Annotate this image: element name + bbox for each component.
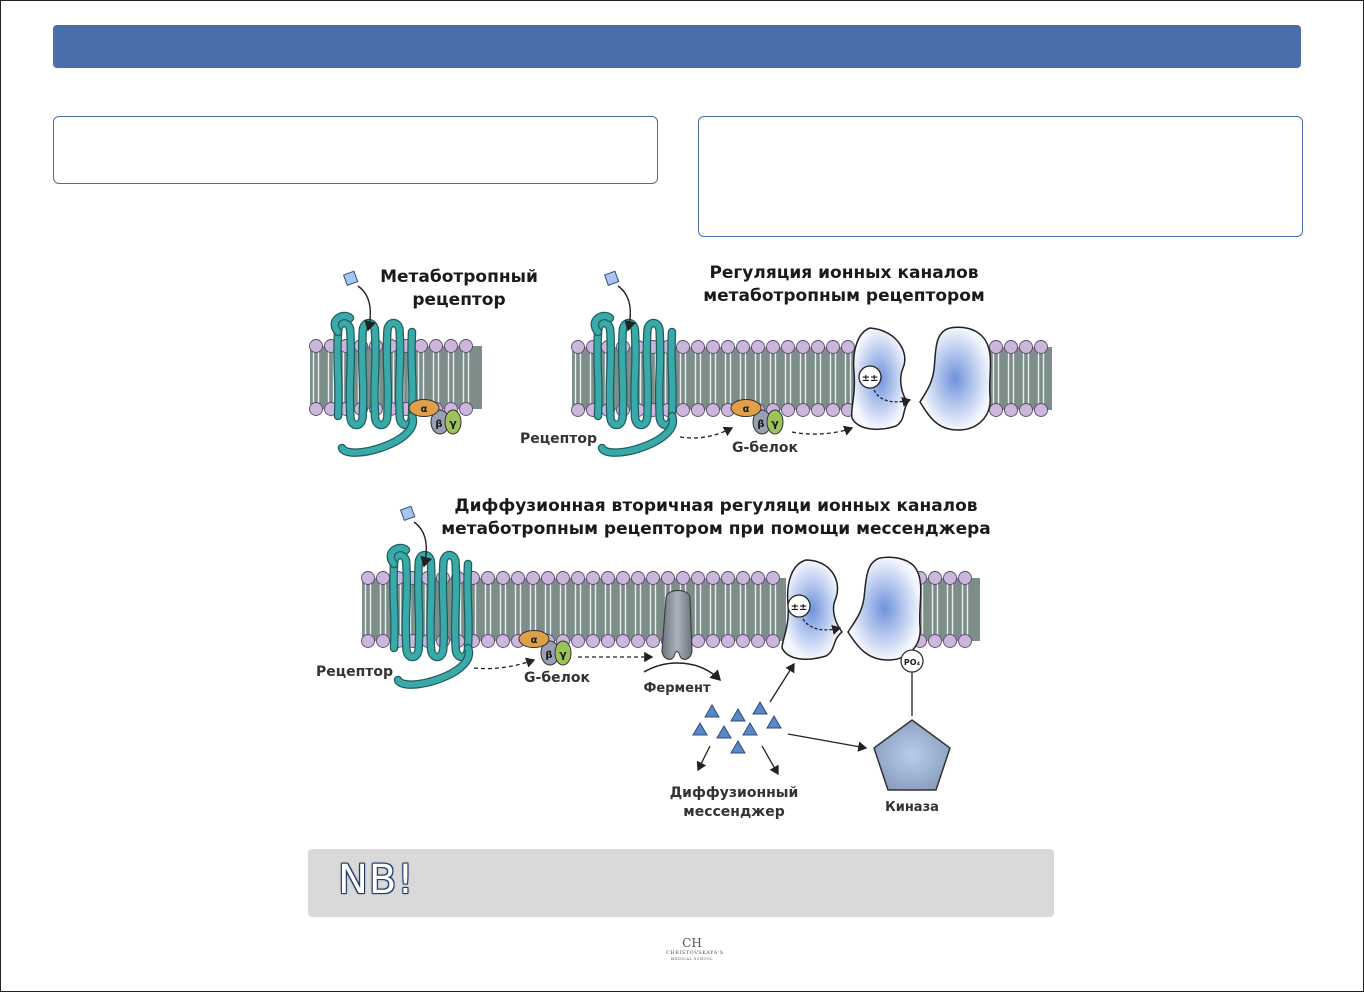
panel1-title-line2: рецептор [412, 290, 505, 310]
panel2-receptor-label: Рецептор [520, 431, 597, 447]
messenger-to-channel-arrow [769, 662, 795, 703]
school-logo: CH CHRISTOVSKAYA'S MEDICAL SCHOOL [666, 936, 724, 962]
nb-label: NB! [338, 857, 415, 903]
messenger-triangle-icon [704, 704, 720, 718]
beta-subunit-label: β [757, 419, 764, 430]
signal-arrow [473, 657, 536, 670]
panel2-gprotein-label: G-белок [732, 440, 798, 456]
panel3-gprotein-label: G-белок [524, 670, 590, 686]
beta-subunit-label: β [435, 419, 442, 430]
panel2-title-line2: метаботропным рецептором [703, 286, 985, 306]
svg-text:±±: ±± [791, 602, 808, 613]
svg-text:±±: ±± [862, 373, 879, 384]
panel3-title-line1: Диффузионная вторичная регуляци ионных к… [454, 496, 977, 516]
ligand-icon [342, 270, 377, 332]
alpha-subunit-label: α [531, 635, 538, 646]
gamma-subunit-label: γ [449, 417, 457, 430]
ion-flow-arrow [873, 389, 912, 407]
panel1-title-line1: Метаботропный [380, 267, 538, 287]
signal-arrow [791, 425, 854, 436]
panel2-title-line1: Регуляция ионных каналов [709, 263, 978, 283]
ion-icon: ±± [858, 365, 882, 389]
nb-box: NB! [308, 849, 1054, 917]
panel3-receptor-label: Рецептор [316, 664, 393, 680]
beta-subunit-label: β [545, 650, 552, 661]
enzyme-icon [661, 590, 693, 660]
logo-name: CHRISTOVSKAYA'S [666, 950, 724, 956]
messenger-triangle-icon [752, 701, 768, 715]
ion-icon: ±± [787, 594, 811, 618]
receptor-panel1 [330, 311, 417, 457]
messenger-triangle-icon [730, 708, 746, 722]
messenger-triangle-icon [742, 722, 758, 736]
logo-mark: CH [682, 936, 702, 950]
kinase-icon [873, 719, 951, 791]
membrane-panel3 [361, 571, 786, 648]
panel3-title-line2: метаботропным рецептором при помощи месс… [441, 519, 991, 539]
enzyme-arrow [643, 662, 722, 682]
ligand-icon [603, 270, 637, 332]
messenger-label-line1: Диффузионный [670, 785, 799, 801]
diffusible-messenger-icons [692, 701, 782, 754]
logo-sub: MEDICAL SCHOOL [670, 957, 714, 961]
gamma-subunit-label: γ [771, 417, 779, 430]
messenger-label-line2: мессенджер [683, 804, 784, 820]
enzyme-label: Фермент [644, 681, 711, 696]
membrane-panel2-right [989, 340, 1052, 417]
messenger-arrow [696, 745, 711, 772]
messenger-arrow [761, 745, 779, 776]
receptor-panel2 [590, 311, 677, 457]
messenger-triangle-icon [766, 715, 782, 729]
gamma-subunit-label: γ [559, 648, 567, 661]
membrane-panel3-right [913, 571, 980, 648]
svg-text:PO₄: PO₄ [904, 658, 921, 667]
text-box-left [53, 116, 658, 184]
messenger-triangle-icon [730, 740, 746, 754]
messenger-to-kinase-arrow [787, 733, 868, 752]
receptor-panel3 [386, 543, 473, 689]
ligand-icon [399, 505, 433, 568]
messenger-triangle-icon [692, 722, 708, 736]
header-bar [53, 25, 1301, 68]
alpha-subunit-label: α [421, 404, 428, 415]
alpha-subunit-label: α [743, 404, 750, 415]
signal-arrow [679, 426, 734, 439]
ion-channel-panel3 [781, 556, 922, 661]
kinase-label: Киназа [885, 800, 939, 815]
po4-icon: PO₄ [900, 649, 924, 673]
messenger-triangle-icon [716, 725, 732, 739]
text-box-right [698, 116, 1303, 237]
ion-flow-arrow [802, 618, 842, 635]
